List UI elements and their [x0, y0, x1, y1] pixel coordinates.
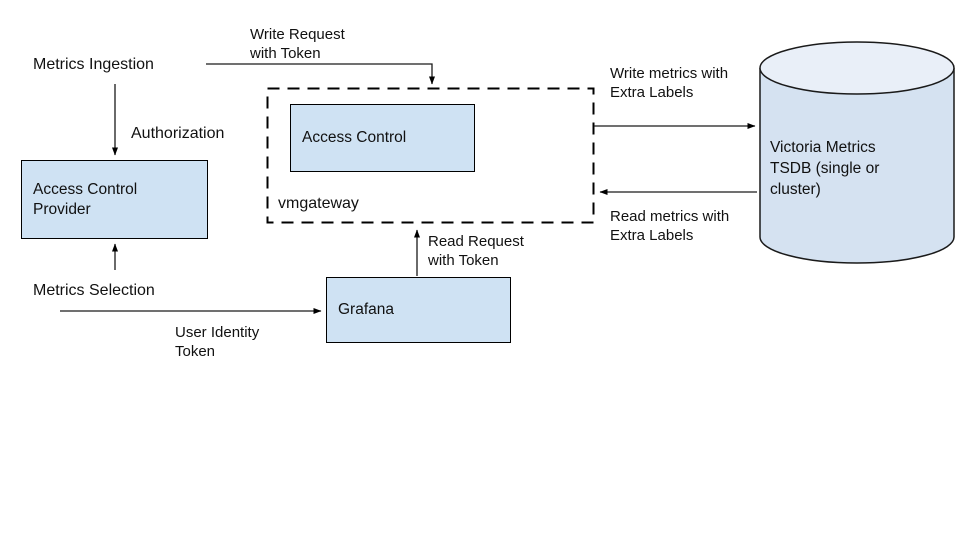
label-metrics-selection: Metrics Selection	[33, 282, 155, 299]
edge-label-write-request: Write Request with Token	[250, 26, 345, 62]
edge-label-read-request: Read Request with Token	[428, 233, 524, 269]
vmgateway-group-label: vmgateway	[278, 195, 359, 212]
node-grafana-label: Grafana	[338, 301, 395, 318]
node-grafana: Grafana	[326, 277, 511, 343]
edge-label-read-metrics: Read metrics with Extra Labels	[610, 208, 730, 244]
vmgateway-dashed-border	[266, 87, 595, 224]
edge-write-request-arrow	[206, 63, 435, 85]
edge-label-user-identity-token: User Identity Token	[175, 324, 260, 360]
vmgateway-group: Access Control vmgateway	[267, 88, 593, 223]
node-access-control-label: Access Control	[302, 129, 407, 146]
edge-label-write-metrics: Write metrics with Extra Labels	[610, 65, 729, 101]
tsdb-cylinder	[759, 41, 955, 264]
node-access-control-provider: Access Control Provider	[21, 160, 208, 239]
node-tsdb-label: Victoria Metrics TSDB (single or cluster…	[770, 139, 880, 198]
edge-label-authorization: Authorization	[131, 125, 225, 142]
node-access-control: Access Control	[290, 104, 475, 172]
node-access-control-provider-label: Access Control Provider	[33, 180, 138, 218]
label-metrics-ingestion: Metrics Ingestion	[33, 56, 154, 73]
